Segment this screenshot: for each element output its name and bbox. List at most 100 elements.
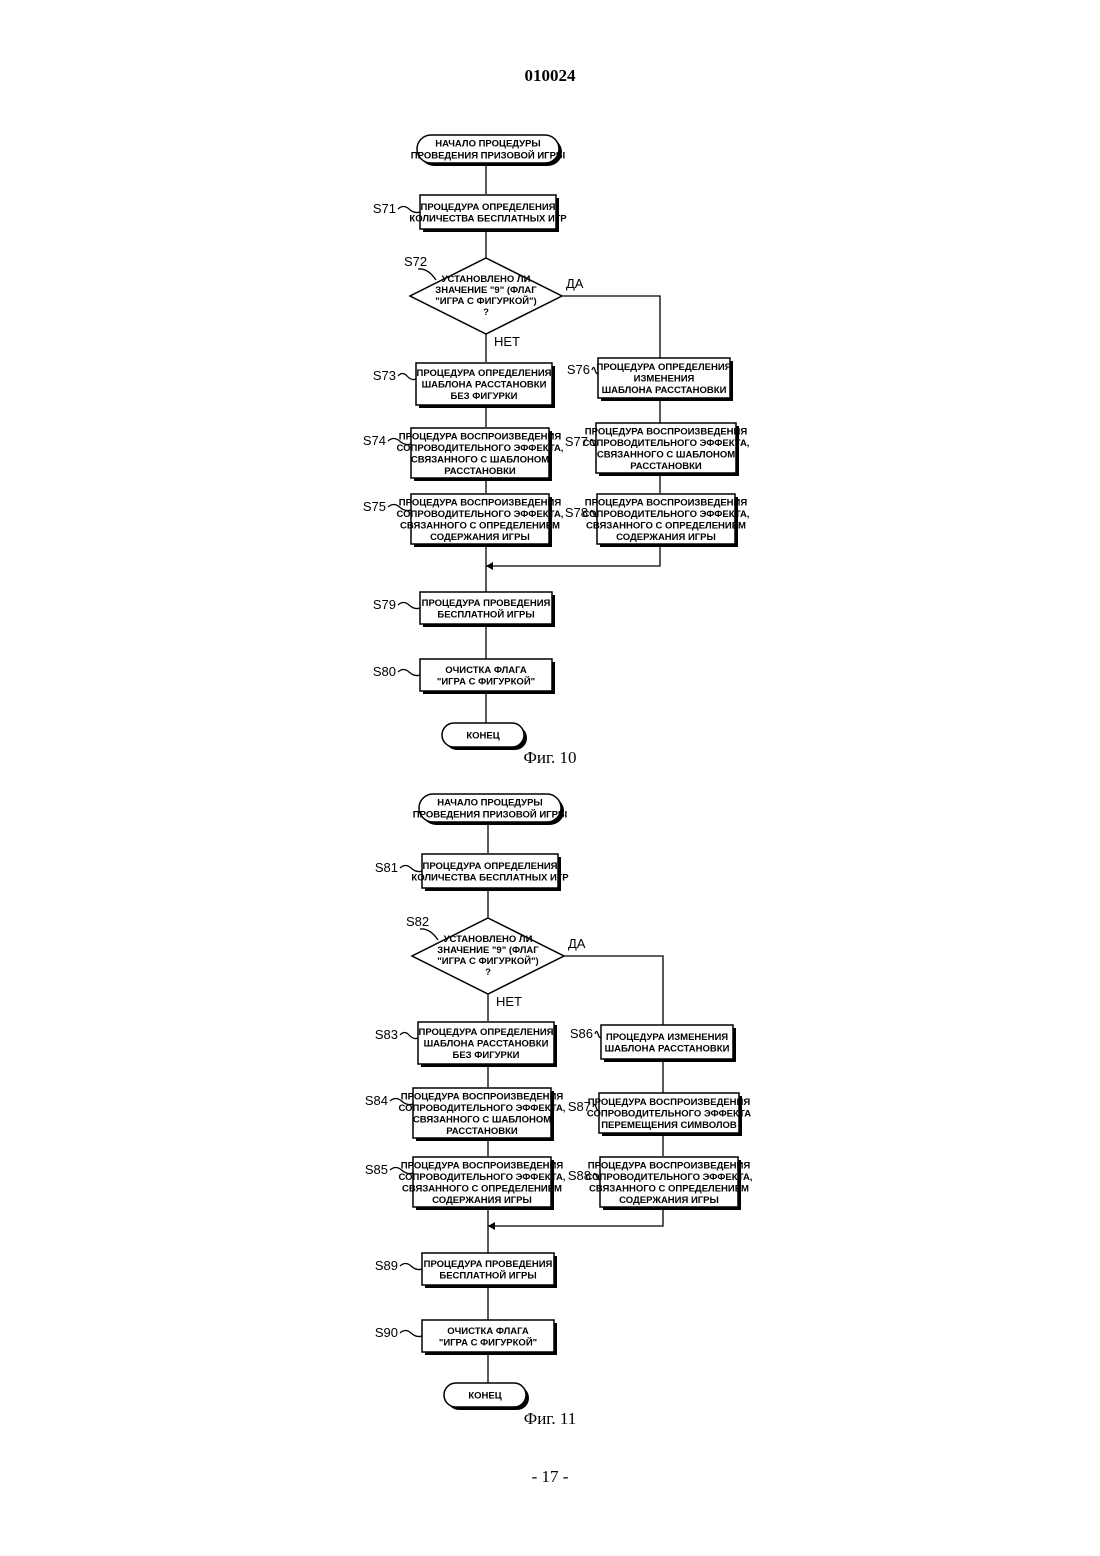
text-line: ШАБЛОНА РАССТАНОВКИ [422,380,547,391]
text-line: ОЧИСТКА ФЛАГА [445,665,527,676]
no-label: НЕТ [494,334,520,349]
text-line: ПРОЦЕДУРА ОПРЕДЕЛЕНИЯ [596,362,731,373]
text-line: БЕЗ ФИГУРКИ [453,1050,520,1061]
text-line: СВЯЗАННОГО С ОПРЕДЕЛЕНИЕМ [402,1183,562,1194]
step-label: S74 [363,433,386,448]
process-box: ПРОЦЕДУРА ВОСПРОИЗВЕДЕНИЯСОПРОВОДИТЕЛЬНО… [568,1093,751,1136]
step-label: S88 [568,1168,591,1183]
process-box: ПРОЦЕДУРА ВОСПРОИЗВЕДЕНИЯСОПРОВОДИТЕЛЬНО… [565,494,750,547]
leader-line [398,670,420,676]
figure-caption-11: Фиг. 11 [0,1409,1100,1429]
text-line: СОПРОВОДИТЕЛЬНОГО ЭФФЕКТА [587,1109,751,1120]
yes-branch-line [561,296,660,358]
process-box: ПРОЦЕДУРА ВОСПРОИЗВЕДЕНИЯСОПРОВОДИТЕЛЬНО… [568,1157,753,1210]
text-line: СОПРОВОДИТЕЛЬНОГО ЭФФЕКТА, [399,1103,566,1114]
text-line: РАССТАНОВКИ [630,461,702,472]
box-text: ПРОЦЕДУРА ПРОВЕДЕНИЯБЕСПЛАТНОЙ ИГРЫ [424,1259,553,1282]
process-box: ПРОЦЕДУРА ОПРЕДЕЛЕНИЯШАБЛОНА РАССТАНОВКИ… [373,363,555,408]
text-line: РАССТАНОВКИ [446,1126,518,1137]
process-box: ОЧИСТКА ФЛАГА"ИГРА С ФИГУРКОЙ" S90 [375,1320,557,1355]
step-label: S90 [375,1325,398,1340]
start-terminal: НАЧАЛО ПРОЦЕДУРЫПРОВЕДЕНИЯ ПРИЗОВОЙ ИГРЫ [411,135,565,166]
text-line: ЗНАЧЕНИЕ "9" (ФЛАГ [435,285,537,296]
text-line: СВЯЗАННОГО С ШАБЛОНОМ [413,1114,551,1125]
process-box: ОЧИСТКА ФЛАГА"ИГРА С ФИГУРКОЙ"S80 [373,659,555,694]
box-text: ПРОЦЕДУРА ВОСПРОИЗВЕДЕНИЯСОПРОВОДИТЕЛЬНО… [587,1097,751,1131]
yes-label: ДА [566,276,584,291]
yes-label: ДА [568,936,586,951]
leader-line [400,1264,422,1270]
text-line: ПРОЦЕДУРА ВОСПРОИЗВЕДЕНИЯ [399,497,562,508]
text-line: "ИГРА С ФИГУРКОЙ") [437,955,538,967]
text-line: ШАБЛОНА РАССТАНОВКИ [602,385,727,396]
text-line: СОДЕРЖАНИЯ ИГРЫ [619,1195,719,1206]
text-line: СВЯЗАННОГО С ШАБЛОНОМ [411,454,549,465]
text-line: УСТАНОВЛЕНО ЛИ [444,934,533,945]
text-line: ШАБЛОНА РАССТАНОВКИ [605,1043,730,1054]
text-line: ПЕРЕМЕЩЕНИЯ СИМВОЛОВ [601,1120,737,1131]
process-box: ПРОЦЕДУРА ОПРЕДЕЛЕНИЯИЗМЕНЕНИЯШАБЛОНА РА… [567,358,733,401]
end-terminal: КОНЕЦ [444,1383,529,1410]
text-line: ПРОЦЕДУРА ВОСПРОИЗВЕДЕНИЯ [588,1160,751,1171]
leader-line [398,207,420,213]
process-box: ПРОЦЕДУРА ОПРЕДЕЛЕНИЯШАБЛОНА РАССТАНОВКИ… [375,1022,557,1067]
box-text: ОЧИСТКА ФЛАГА"ИГРА С ФИГУРКОЙ" [439,1326,537,1349]
text-line: СОПРОВОДИТЕЛЬНОГО ЭФФЕКТА, [399,1172,566,1183]
step-label: S79 [373,597,396,612]
text-line: СВЯЗАННОГО С ОПРЕДЕЛЕНИЕМ [589,1183,749,1194]
step-label: S87 [568,1099,591,1114]
text-line: ПРОВЕДЕНИЯ ПРИЗОВОЙ ИГРЫ [413,809,567,821]
text-line: ПРОЦЕДУРА ПРОВЕДЕНИЯ [422,598,551,609]
text-line: "ИГРА С ФИГУРКОЙ") [435,295,536,307]
process-box: ПРОЦЕДУРА ОПРЕДЕЛЕНИЯКОЛИЧЕСТВА БЕСПЛАТН… [373,195,567,232]
arrow-head [488,1222,495,1230]
step-label: S82 [406,914,429,929]
text-line: СОПРОВОДИТЕЛЬНОГО ЭФФЕКТА, [586,1172,753,1183]
text-line: ПРОЦЕДУРА ВОСПРОИЗВЕДЕНИЯ [585,426,748,437]
text-line: СОПРОВОДИТЕЛЬНОГО ЭФФЕКТА, [583,438,750,449]
leader-line [398,374,416,380]
text-line: ПРОЦЕДУРА ОПРЕДЕЛЕНИЯ [422,861,557,872]
text-line: НАЧАЛО ПРОЦЕДУРЫ [437,798,542,809]
step-label: S73 [373,368,396,383]
leader-line [420,929,438,940]
box-text: ПРОЦЕДУРА ОПРЕДЕЛЕНИЯКОЛИЧЕСТВА БЕСПЛАТН… [409,202,567,225]
text-line: ШАБЛОНА РАССТАНОВКИ [424,1039,549,1050]
text-line: ПРОЦЕДУРА ВОСПРОИЗВЕДЕНИЯ [588,1097,751,1108]
step-label: S85 [365,1162,388,1177]
process-box: ПРОЦЕДУРА ПРОВЕДЕНИЯБЕСПЛАТНОЙ ИГРЫ S79 [373,592,555,627]
leader-line [398,603,420,609]
process-box: ПРОЦЕДУРА ПРОВЕДЕНИЯБЕСПЛАТНОЙ ИГРЫS89 [375,1253,557,1288]
process-box: ПРОЦЕДУРА ОПРЕДЕЛЕНИЯКОЛИЧЕСТВА БЕСПЛАТН… [375,854,569,891]
text-line: ПРОЦЕДУРА ОПРЕДЕЛЕНИЯ [416,368,551,379]
leader-line [400,1331,422,1337]
text-line: КОНЕЦ [466,731,499,742]
step-label: S72 [404,254,427,269]
box-text: ПРОЦЕДУРА ИЗМЕНЕНИЯШАБЛОНА РАССТАНОВКИ [605,1032,730,1055]
end-terminal: КОНЕЦ [442,723,527,750]
arrow-head [486,562,493,570]
leader-line [400,1033,418,1039]
process-box: ПРОЦЕДУРА ВОСПРОИЗВЕДЕНИЯСОПРОВОДИТЕЛЬНО… [363,428,564,481]
start-terminal: НАЧАЛО ПРОЦЕДУРЫПРОВЕДЕНИЯ ПРИЗОВОЙ ИГРЫ [413,794,567,825]
step-label: S76 [567,362,590,377]
text-line: ПРОВЕДЕНИЯ ПРИЗОВОЙ ИГРЫ [411,150,565,162]
step-label: S86 [570,1026,593,1041]
text-line: "ИГРА С ФИГУРКОЙ" [439,1336,537,1348]
terminal-text: КОНЕЦ [468,1391,501,1402]
text-line: КОЛИЧЕСТВА БЕСПЛАТНЫХ ИГР [409,213,567,224]
process-box: ПРОЦЕДУРА ВОСПРОИЗВЕДЕНИЯСОПРОВОДИТЕЛЬНО… [365,1157,566,1210]
box-text: ОЧИСТКА ФЛАГА"ИГРА С ФИГУРКОЙ" [437,665,535,688]
yes-branch-line [563,956,663,1025]
text-line: БЕСПЛАТНОЙ ИГРЫ [439,1269,536,1281]
text-line: БЕЗ ФИГУРКИ [451,391,518,402]
step-label: S81 [375,860,398,875]
step-label: S75 [363,499,386,514]
terminal-text: КОНЕЦ [466,731,499,742]
box-text: ПРОЦЕДУРА ПРОВЕДЕНИЯБЕСПЛАТНОЙ ИГРЫ [422,598,551,621]
text-line: СОДЕРЖАНИЯ ИГРЫ [616,532,716,543]
process-box: ПРОЦЕДУРА ВОСПРОИЗВЕДЕНИЯСОПРОВОДИТЕЛЬНО… [363,494,564,547]
page-footer: - 17 - [0,1467,1100,1487]
text-line: ПРОЦЕДУРА ВОСПРОИЗВЕДЕНИЯ [585,497,748,508]
